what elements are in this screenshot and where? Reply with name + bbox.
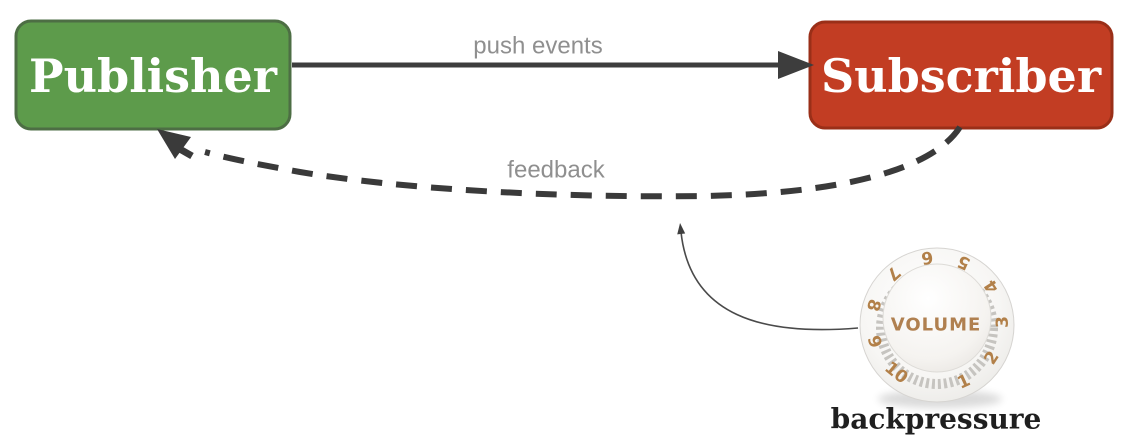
- knob-number-6: 6: [920, 246, 935, 268]
- feedback-arrowhead-icon: [157, 129, 191, 159]
- knob-face-label: VOLUME: [891, 315, 982, 336]
- knob-knurled-ring: [876, 267, 998, 389]
- feedback-arrow: feedback: [157, 125, 963, 200]
- feedback-label: feedback: [507, 157, 605, 184]
- publisher-node: Publisher: [14, 19, 292, 131]
- knob-number-9: 9: [863, 333, 886, 350]
- feedback-arrow-arc: [204, 125, 963, 200]
- knob-number-3: 3: [993, 316, 1013, 328]
- push-events-arrowhead-icon: [778, 51, 814, 79]
- knob-number-8: 8: [862, 297, 884, 314]
- publisher-label: Publisher: [29, 49, 278, 103]
- volume-knob: VOLUME 1 2 3 4 5 6 7 8 9 10 backpressure: [831, 246, 1042, 435]
- publisher-box: [14, 19, 292, 131]
- subscriber-label: Subscriber: [821, 49, 1102, 103]
- backpressure-caption: backpressure: [831, 403, 1042, 436]
- push-events-label: push events: [473, 33, 602, 60]
- knob-pointer-curve: [677, 223, 859, 331]
- knob-face: [882, 263, 992, 373]
- push-events-arrow: push events: [292, 33, 814, 79]
- subscriber-node: Subscriber: [808, 20, 1114, 130]
